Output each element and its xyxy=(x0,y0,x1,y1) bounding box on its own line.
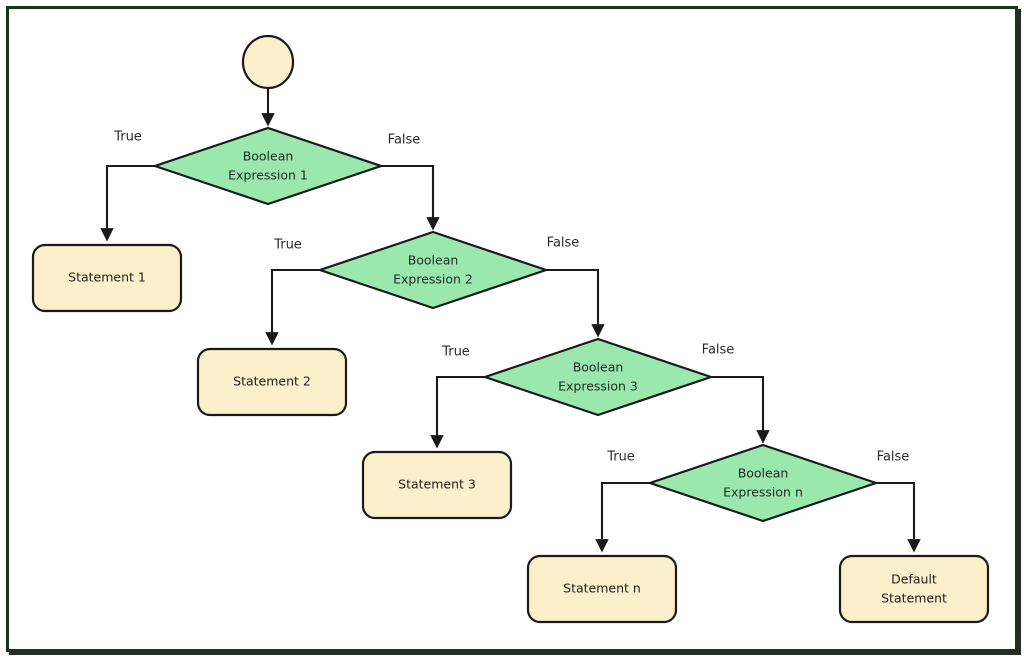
process-node-s3[interactable]: Statement 3 xyxy=(361,450,513,520)
decision-label2-be2: Expression 2 xyxy=(393,272,473,287)
start-node[interactable] xyxy=(241,34,295,90)
process-shape-s3 xyxy=(361,450,513,520)
start-node-shape xyxy=(241,34,295,90)
edge-label-tn: True xyxy=(606,450,635,465)
process-label2-ds: Statement xyxy=(881,591,947,606)
decision-label2-ben: Expression n xyxy=(723,485,803,500)
edge-label-t2: True xyxy=(273,238,302,253)
process-shape-s1 xyxy=(31,243,183,313)
process-label-sn: Statement n xyxy=(563,581,641,596)
edge-e-be3-ben xyxy=(711,375,770,444)
edge-label-fn: False xyxy=(877,450,910,465)
edge-label-t1: True xyxy=(113,130,142,145)
edge-label-f1: False xyxy=(388,133,421,148)
edge-e-be1-s1 xyxy=(100,164,155,242)
decision-label-ben: Boolean xyxy=(738,466,789,481)
process-label-s3: Statement 3 xyxy=(398,477,476,492)
edge-e-ben-sn xyxy=(595,481,650,553)
decision-label-be1: Boolean xyxy=(243,149,294,164)
frame-border xyxy=(6,6,1018,652)
edge-e-be3-s3 xyxy=(430,375,485,449)
decision-shape-be1 xyxy=(151,126,385,206)
edge-label-t3: True xyxy=(441,345,470,360)
process-shape-sn xyxy=(526,554,678,624)
edge-e-be2-be3 xyxy=(546,268,605,338)
decision-shape-be2 xyxy=(316,230,550,310)
edges-group xyxy=(100,89,921,553)
edge-e-be2-s2 xyxy=(265,268,320,346)
decision-shape-ben xyxy=(646,443,880,523)
process-node-sn[interactable]: Statement n xyxy=(526,554,678,624)
edge-e-be1-be2 xyxy=(381,164,440,231)
process-label-s1: Statement 1 xyxy=(68,270,146,285)
process-node-s2[interactable]: Statement 2 xyxy=(196,347,348,417)
edge-label-f2: False xyxy=(547,236,580,251)
decision-label-be2: Boolean xyxy=(408,253,459,268)
decision-label-be3: Boolean xyxy=(573,360,624,375)
process-label-s2: Statement 2 xyxy=(233,374,311,389)
decision-label2-be3: Expression 3 xyxy=(558,379,638,394)
decision-shape-be3 xyxy=(481,337,715,417)
process-node-s1[interactable]: Statement 1 xyxy=(31,243,183,313)
edge-label-f3: False xyxy=(702,343,735,358)
process-shape-s2 xyxy=(196,347,348,417)
decision-label2-be1: Expression 1 xyxy=(228,168,308,183)
process-shape-ds xyxy=(838,554,990,624)
edge-e-ben-ds xyxy=(876,481,921,553)
process-label-ds: Default xyxy=(891,572,937,587)
